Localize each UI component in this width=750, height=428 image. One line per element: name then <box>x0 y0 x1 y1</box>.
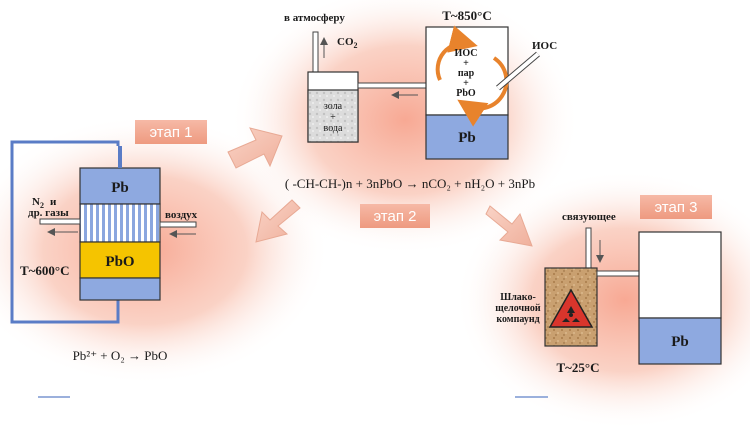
stage2-connecting-pipe <box>357 82 427 89</box>
stage1-label: этап 1 <box>149 124 192 141</box>
stage2-ash-line1: зола <box>324 101 343 112</box>
stage3-binder-pipe <box>585 227 592 269</box>
stage1-temperature: T~600°C <box>20 263 70 278</box>
stage2-atmosphere-label: в атмосферу <box>284 12 345 24</box>
stage2-mix-line4: + <box>463 78 469 89</box>
stage2-badge <box>360 204 430 228</box>
radiation-hazard-icon <box>548 288 594 328</box>
stage2-co2-label: CO2 <box>337 36 358 50</box>
stage1-pbo-label: PbO <box>105 254 134 270</box>
stage3-tank-upper <box>638 231 722 319</box>
stage2-stack-pipe <box>312 31 319 73</box>
stage1-pb-label: Pb <box>111 180 129 196</box>
stage2-group: в атмосферу CO2 зола + вода Pb T~850°C И… <box>284 8 557 228</box>
stage1-top-pipe <box>118 146 122 168</box>
stage1-badge <box>135 120 207 144</box>
stage3-compound-line2: щелочной <box>495 303 541 314</box>
stage3-binder-label: связующее <box>562 211 616 223</box>
stage3-tank-pb <box>638 317 722 365</box>
block-arrow-icon <box>227 127 533 247</box>
stage2-mix-line5: PbO <box>456 88 476 99</box>
stage2-ios-label: ИОС <box>532 40 557 52</box>
stage2-ash-line2: + <box>330 112 336 123</box>
stage2-label: этап 2 <box>373 208 416 225</box>
circular-arrow-icon <box>435 25 509 127</box>
stage3-compound-line3: компаунд <box>496 314 539 325</box>
stage3-pb-label: Pb <box>671 334 689 350</box>
stage1-pbo-zone <box>79 241 161 279</box>
stage3-temperature: T~25°C <box>556 360 599 375</box>
stage3-connecting-pipe <box>596 270 640 277</box>
stage2-reaction: ( -CH-CH-)n + 3nPbO → nCO₂ + nH₂O + 3nPb <box>285 176 535 191</box>
stage3-label: этап 3 <box>654 199 697 216</box>
stage1-gas-outlet-pipe <box>39 218 81 225</box>
stage1-gas-label-2: др. газы <box>28 207 69 219</box>
stage2-mix-line1: ИОС <box>455 48 478 59</box>
stage2-pb-label: Pb <box>458 130 476 146</box>
arrow-stage2-to-stage3 <box>485 205 533 247</box>
stage3-compound-line1: Шлако- <box>500 292 536 303</box>
stage3-badge <box>640 195 712 219</box>
stage2-temperature: T~850°C <box>442 8 492 23</box>
stage2-mix-line2: + <box>463 58 469 69</box>
stage1-packing-zone <box>79 203 161 243</box>
stage1-air-inlet-pipe <box>159 221 197 228</box>
stage1-bottom-zone <box>79 277 161 301</box>
stage1-reaction: Pb²⁺ + O₂ → PbO <box>73 348 168 363</box>
stage1-air-label: воздух <box>165 209 198 221</box>
stage1-recycle-loop <box>10 140 120 324</box>
stage2-ios-feed-pipe <box>496 52 540 90</box>
stage2-ash-fill <box>307 89 359 143</box>
stage3-group: этап 3 связующее Шлако- щелочной компаун… <box>495 195 722 375</box>
arrow-stage2-to-stage1 <box>255 199 301 243</box>
stage2-mix-line3: пар <box>458 68 475 79</box>
stage2-ash-line3: вода <box>324 123 343 134</box>
arrow-stage1-to-stage2 <box>227 127 283 169</box>
